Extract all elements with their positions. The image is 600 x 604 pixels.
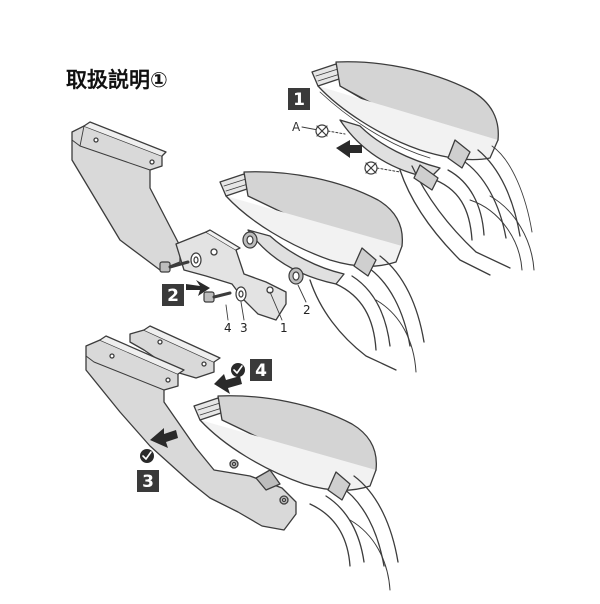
step1-fastener-b bbox=[364, 161, 401, 175]
step3-badge: 3 bbox=[137, 470, 159, 492]
no-entry-icon bbox=[364, 161, 378, 175]
step2-number: 2 bbox=[167, 286, 179, 306]
step2-hardware bbox=[159, 231, 304, 303]
push-arrow-icon bbox=[186, 280, 210, 296]
spacer-2-lower bbox=[288, 267, 304, 285]
washer-3-lower bbox=[235, 286, 247, 302]
part-label-4: 4 bbox=[224, 321, 232, 335]
step1-motorcycle-tail bbox=[311, 61, 535, 276]
step1-fastener-a: A bbox=[292, 120, 346, 138]
spacer-2-upper bbox=[242, 231, 258, 249]
step3-sidebracket-assembly bbox=[85, 325, 297, 531]
no-entry-icon bbox=[315, 124, 329, 138]
step3-number: 3 bbox=[142, 472, 154, 492]
step3-motorcycle-tail bbox=[193, 395, 399, 591]
step2-bracket-plate bbox=[175, 229, 287, 321]
check-circle-icon bbox=[140, 449, 154, 463]
step2-badge: 2 bbox=[162, 284, 184, 306]
push-arrow-icon bbox=[214, 374, 242, 394]
part-label-1: 1 bbox=[280, 321, 288, 335]
step2-part-labels: 4 3 1 2 bbox=[224, 284, 311, 335]
step4-number: 4 bbox=[255, 361, 267, 381]
step1-number: 1 bbox=[293, 90, 305, 110]
part-label-3: 3 bbox=[240, 321, 248, 335]
washer-3-upper bbox=[190, 252, 202, 268]
step2-bracket-long bbox=[71, 121, 181, 271]
step1-label-a: A bbox=[292, 120, 301, 134]
check-circle-icon bbox=[231, 363, 245, 377]
step1-badge: 1 bbox=[288, 88, 310, 110]
push-arrow-icon bbox=[150, 428, 178, 448]
step4-badge: 4 bbox=[250, 359, 272, 381]
push-arrow-icon bbox=[336, 140, 362, 158]
bolt-4-upper bbox=[159, 260, 190, 273]
part-label-2: 2 bbox=[303, 303, 311, 317]
step2-motorcycle-tail bbox=[219, 171, 425, 373]
bolt-4-lower bbox=[203, 291, 232, 303]
page-title: 取扱説明① bbox=[66, 68, 168, 92]
